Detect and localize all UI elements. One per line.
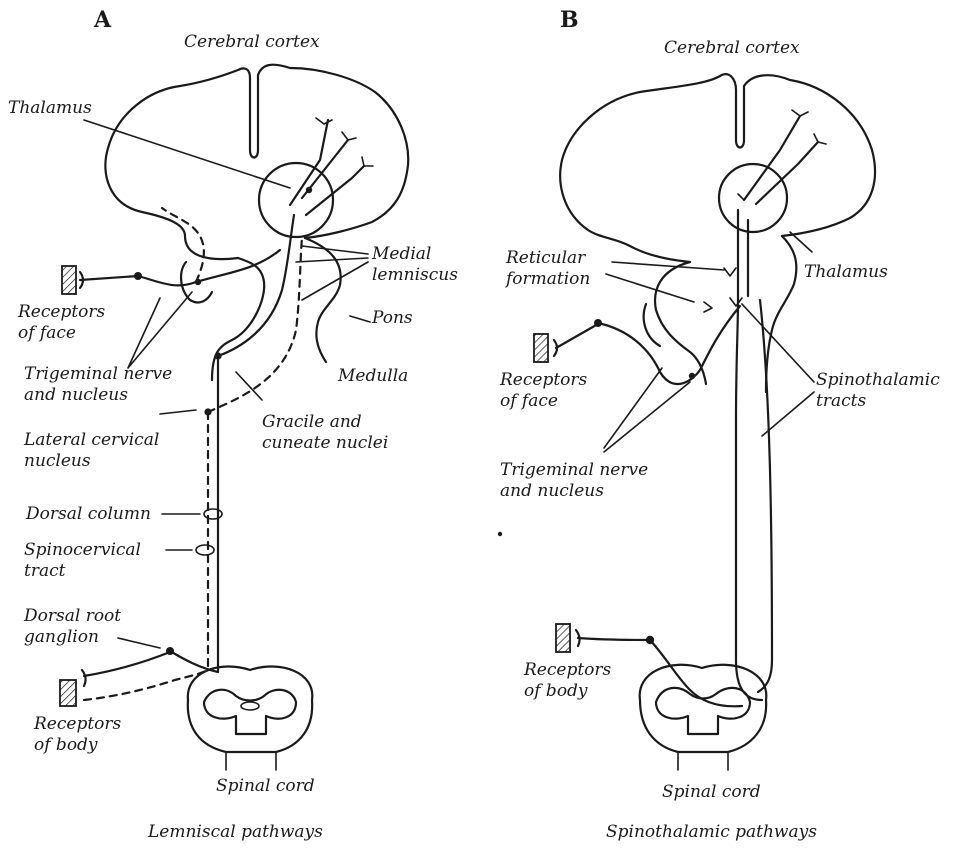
panel-b-receptors-face-label: Receptors of face — [500, 370, 587, 412]
panel-b-pons-bulge — [644, 304, 660, 346]
panel-a-central-canal — [241, 702, 259, 710]
panel-b-gray-matter — [656, 688, 750, 734]
panel-a-thalamus-label: Thalamus — [8, 98, 92, 119]
panel-a-medial-lemniscus-label: Medial lemniscus — [372, 244, 458, 286]
panel-b-spinal-cord-label: Spinal cord — [662, 782, 761, 803]
panel-a-letter: A — [94, 10, 111, 31]
panel-b-thalamus-arrow — [790, 232, 812, 252]
panel-a-trigeminal-nucleus — [195, 279, 201, 285]
panel-b-spinothalamic-arrows — [742, 304, 814, 436]
panel-a-gracile-label: Gracile and cuneate nuclei — [262, 412, 388, 454]
panel-a-body-receptor — [60, 680, 76, 706]
panel-b-thalamus — [719, 164, 787, 232]
panel-a-body-nerve — [82, 652, 170, 686]
panel-b-cerebrum-outline — [560, 74, 875, 262]
panel-a-caption: Lemniscal pathways — [148, 822, 323, 843]
panel-a-trigeminal-arrows — [128, 292, 192, 368]
panel-b-trigeminal-nucleus — [689, 373, 695, 379]
panel-b-trigeminal-label: Trigeminal nerve and nucleus — [500, 460, 648, 502]
panel-a-gray-matter — [204, 690, 296, 734]
panel-a-dorsal-root-label: Dorsal root ganglion — [24, 606, 121, 648]
panel-b-body-nerve — [576, 630, 650, 646]
panel-b-body-receptor — [556, 624, 570, 652]
panel-b-caption: Spinothalamic pathways — [606, 822, 817, 843]
panel-b-receptors-body-label: Receptors of body — [524, 660, 611, 702]
panel-a-spinocervical-marker — [196, 545, 214, 555]
panel-a-pons-label: Pons — [372, 308, 413, 329]
panel-b-face-receptor — [534, 334, 548, 362]
panel-b-thalamus-label: Thalamus — [804, 262, 888, 283]
panel-a-spinal-cord-label: Spinal cord — [216, 776, 315, 797]
panel-b-spinothalamic-label: Spinothalamic tracts — [816, 370, 940, 412]
panel-a-face-nerve — [80, 272, 138, 288]
panel-b-trigeminal-arrows — [604, 368, 690, 452]
panel-b-tract-3 — [758, 300, 772, 692]
panel-b-brainstem-left — [655, 262, 706, 384]
panel-a-receptors-face-label: Receptors of face — [18, 302, 105, 344]
panel-a-dorsal-column-label: Dorsal column — [26, 504, 151, 525]
panel-a-dorsal-root-arrow — [118, 638, 160, 648]
panel-a-brainstem-right — [305, 238, 341, 362]
panel-a-dorsal-column-marker — [204, 509, 222, 519]
panel-a-lateral-cervical-label: Lateral cervical nucleus — [24, 430, 159, 472]
panel-b-letter: B — [560, 10, 579, 31]
panel-a-gracile-neuron — [214, 352, 221, 359]
panel-a-radiation-3 — [306, 166, 364, 215]
panel-b-cortex-label: Cerebral cortex — [664, 38, 800, 59]
panel-b-face-nerve — [554, 324, 598, 356]
panel-b-trigeminal-path — [598, 306, 740, 384]
panel-a-lateral-cervical-neuron — [204, 408, 211, 415]
panel-a-spinocervical-label: Spinocervical tract — [24, 540, 141, 582]
panel-a-trigeminal-label: Trigeminal nerve and nucleus — [24, 364, 172, 406]
panel-b-reticular-arrows — [606, 262, 724, 302]
panel-b-brainstem-right — [766, 236, 796, 392]
panel-a-lateral-cervical-arrow — [160, 410, 196, 414]
panel-b-stray-dot — [498, 532, 502, 536]
panel-a-receptors-body-label: Receptors of body — [34, 714, 121, 756]
panel-b-spinal-cord-outline — [640, 665, 767, 752]
panel-b-reticular-label: Reticular formation — [506, 248, 590, 290]
panel-a-thalamic-neuron — [306, 187, 312, 193]
panel-a-face-receptor — [62, 266, 76, 294]
panel-a-medulla-label: Medulla — [338, 366, 408, 387]
panel-a-pons-arrow — [350, 316, 370, 322]
panel-a-cortex-label: Cerebral cortex — [184, 32, 320, 53]
panel-a-lemniscus-path — [218, 215, 294, 356]
panel-b-reticular-synapses — [704, 268, 742, 312]
